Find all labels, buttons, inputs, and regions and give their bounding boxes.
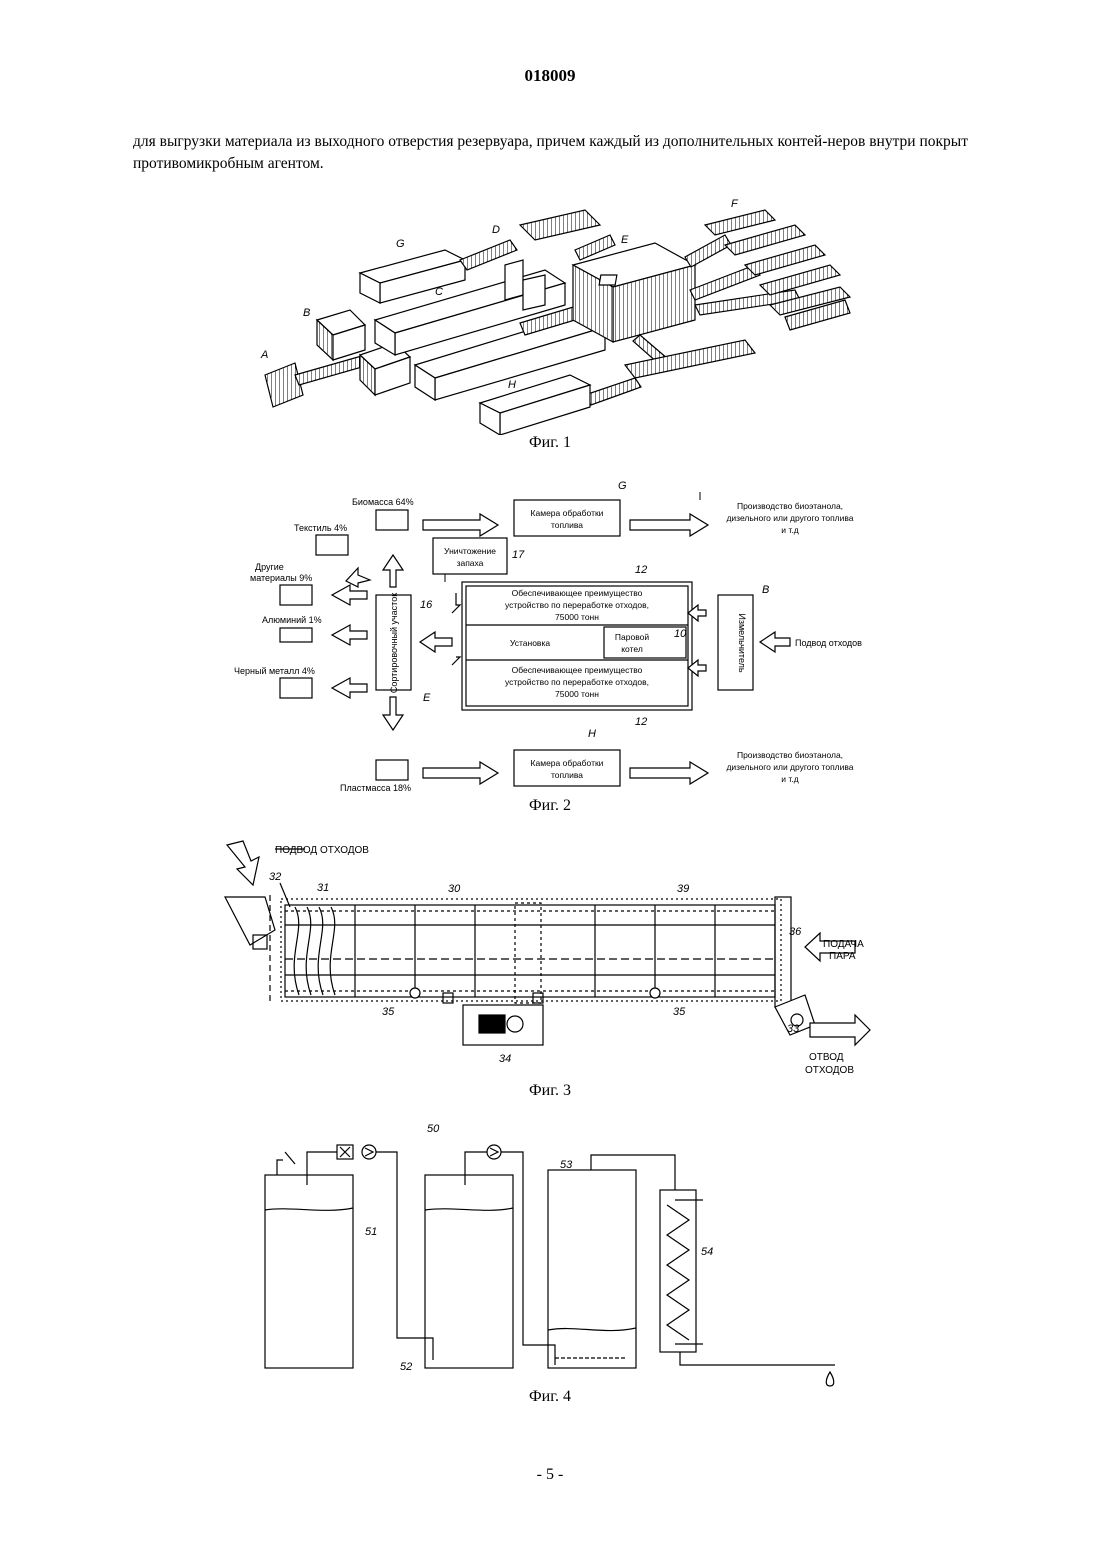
fig2-install: Установка bbox=[510, 638, 550, 648]
fig2-unit-bot-3: 75000 тонн bbox=[555, 689, 599, 699]
fig3-ref-35-right: 35 bbox=[673, 1006, 686, 1018]
fig3-steam-2: ПАРА bbox=[829, 951, 856, 962]
figure-1-caption: Фиг. 1 bbox=[450, 434, 650, 452]
body-paragraph: для выгрузки материала из выходного отве… bbox=[133, 131, 975, 175]
fig2-prod-bot-1: Производство биоэтанола, bbox=[737, 750, 843, 760]
fig3-ref-30: 30 bbox=[448, 883, 461, 895]
figure-3-caption: Фиг. 3 bbox=[450, 1082, 650, 1100]
fig1-label-f: F bbox=[731, 198, 739, 210]
fig2-boiler-1: Паровой bbox=[615, 632, 649, 642]
fig2-ref-e: E bbox=[423, 692, 431, 704]
fig2-unit-top-2: устройство по переработке отходов, bbox=[505, 600, 649, 610]
fig2-chamber-g-line1: Камера обработки bbox=[531, 508, 604, 518]
fig3-out-2: ОТХОДОВ bbox=[805, 1065, 854, 1076]
fig1-label-c: C bbox=[435, 286, 443, 298]
fig1-label-h: H bbox=[508, 379, 516, 391]
figure-3-drawing: ПОДВОД ОТХОДОВ ПОДАЧА ПАРА ОТВОД ОТХОДОВ… bbox=[215, 835, 895, 1080]
fig2-chamber-g-line2: топлива bbox=[551, 520, 583, 530]
fig2-prod-bot-3: и т.д bbox=[781, 774, 798, 784]
fig1-label-e: E bbox=[621, 234, 629, 246]
fig1-label-d: D bbox=[492, 224, 500, 236]
fig2-odor-2: запаха bbox=[457, 558, 484, 568]
fig2-unit-bot-2: устройство по переработке отходов, bbox=[505, 677, 649, 687]
figure-2-diagram: Биомасса 64% Текстиль 4% Другие материал… bbox=[230, 475, 890, 797]
fig2-ref-16: 16 bbox=[420, 599, 433, 611]
fig2-biomass: Биомасса 64% bbox=[352, 497, 414, 507]
fig1-label-g: G bbox=[396, 238, 405, 250]
figure-4-caption: Фиг. 4 bbox=[450, 1388, 650, 1406]
fig3-ref-39: 39 bbox=[677, 883, 689, 895]
page-number: - 5 - bbox=[0, 1466, 1100, 1484]
fig3-ref-35-left: 35 bbox=[382, 1006, 395, 1018]
fig2-shredder: Измельчитель bbox=[737, 613, 747, 673]
fig3-ref-33: 33 bbox=[787, 1023, 800, 1035]
fig4-ref-50: 50 bbox=[427, 1123, 440, 1135]
fig3-ref-32: 32 bbox=[269, 871, 281, 883]
fig3-ref-31: 31 bbox=[317, 882, 329, 894]
fig2-unit-top-1: Обеспечивающее преимущество bbox=[512, 588, 643, 598]
figure-1-drawing: A B C D E F G H bbox=[255, 195, 855, 435]
fig2-ref-12-top: 12 bbox=[635, 564, 647, 576]
fig2-boiler-2: котел bbox=[621, 644, 643, 654]
fig2-prod-top-2: дизельного или другого топлива bbox=[726, 513, 853, 523]
figure-2-caption: Фиг. 2 bbox=[450, 797, 650, 815]
fig2-unit-bot-1: Обеспечивающее преимущество bbox=[512, 665, 643, 675]
fig2-ref-10: 10 bbox=[674, 628, 687, 640]
fig4-ref-54: 54 bbox=[701, 1246, 713, 1258]
fig2-prod-top-3: и т.д bbox=[781, 525, 798, 535]
fig4-ref-51: 51 bbox=[365, 1226, 377, 1238]
fig2-other-1: Другие bbox=[255, 562, 284, 572]
figure-4-drawing: 50 51 52 53 54 bbox=[255, 1120, 845, 1390]
fig2-chamber-h-line2: топлива bbox=[551, 770, 583, 780]
fig3-ref-34: 34 bbox=[499, 1053, 511, 1065]
fig2-plastic: Пластмасса 18% bbox=[340, 783, 411, 793]
fig2-prod-top-1: Производство биоэтанола, bbox=[737, 501, 843, 511]
fig4-ref-52: 52 bbox=[400, 1361, 412, 1373]
fig1-label-a: A bbox=[260, 349, 268, 361]
document-number: 018009 bbox=[0, 66, 1100, 86]
fig2-ref-g: G bbox=[618, 480, 627, 492]
fig3-steam-1: ПОДАЧА bbox=[823, 939, 864, 950]
fig3-out-1: ОТВОД bbox=[809, 1052, 844, 1063]
fig2-aluminum: Алюминий 1% bbox=[262, 615, 322, 625]
fig2-ref-h: H bbox=[588, 728, 596, 740]
fig2-unit-top-3: 75000 тонн bbox=[555, 612, 599, 622]
fig2-ref-12-bottom: 12 bbox=[635, 716, 647, 728]
fig2-prod-bot-2: дизельного или другого топлива bbox=[726, 762, 853, 772]
fig4-ref-53: 53 bbox=[560, 1159, 573, 1171]
fig2-sorting: Сортировочный участок bbox=[389, 593, 399, 693]
fig3-ref-36: 36 bbox=[789, 926, 802, 938]
fig3-waste-in: ПОДВОД ОТХОДОВ bbox=[275, 845, 369, 856]
fig2-odor-1: Уничтожение bbox=[444, 546, 496, 556]
fig2-waste-in: Подвод отходов bbox=[795, 638, 862, 648]
fig1-label-b: B bbox=[303, 307, 310, 319]
fig2-ref-b: B bbox=[762, 584, 769, 596]
fig2-other-2: материалы 9% bbox=[250, 573, 312, 583]
fig2-chamber-h-line1: Камера обработки bbox=[531, 758, 604, 768]
fig2-ref-17: 17 bbox=[512, 549, 525, 561]
fig2-textile: Текстиль 4% bbox=[294, 523, 347, 533]
fig2-ferrous: Черный металл 4% bbox=[234, 666, 315, 676]
